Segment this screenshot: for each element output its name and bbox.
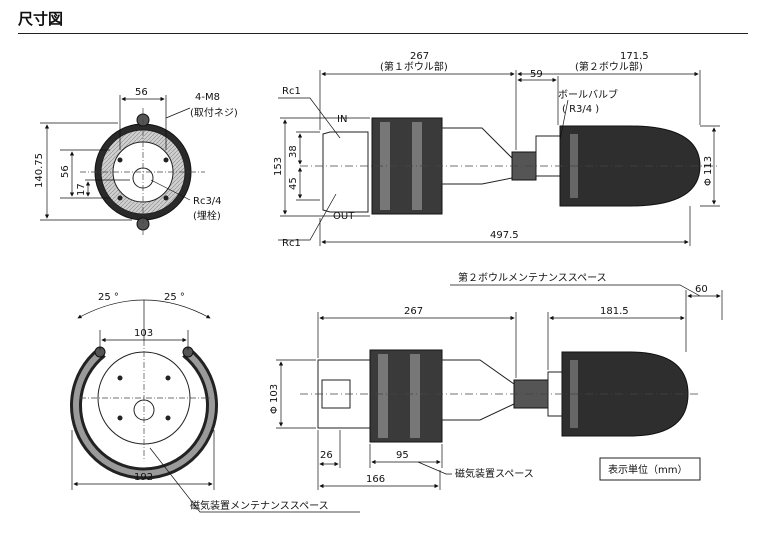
dim-113: Φ 113	[703, 156, 714, 186]
rc1-out-label: Rc1	[282, 238, 301, 249]
mag-space-label: 磁気装置スペース	[455, 467, 534, 480]
bottom-front-view	[70, 340, 218, 480]
bowl-1-bottom	[441, 359, 515, 421]
page-title: 尺寸図	[18, 10, 64, 28]
bolt-label: 4-M8	[195, 92, 220, 103]
unit-label: 表示単位（mm）	[608, 463, 687, 476]
dim-267-bottom: 267	[404, 306, 423, 317]
top-front-view	[80, 108, 205, 236]
ball-valve-note: ( R3/4 )	[562, 104, 599, 115]
dim-26: 26	[320, 450, 333, 461]
dim-497-5: 497.5	[490, 230, 519, 241]
dim-95: 95	[396, 450, 409, 461]
dim-59: 59	[530, 69, 543, 80]
dim-166: 166	[366, 474, 385, 485]
dim-140-75: 140.75	[34, 153, 45, 188]
rc1-in-label: Rc1	[282, 86, 301, 97]
top-front-dims	[40, 95, 191, 221]
bowl1-note: (第１ボウル部)	[380, 60, 448, 73]
top-side-view	[300, 117, 720, 215]
unit-box	[599, 457, 701, 481]
dim-17: 17	[76, 183, 87, 196]
angle-left: 25 °	[98, 292, 119, 303]
dim-56: 56	[135, 87, 148, 98]
dim-192: 192	[134, 472, 153, 483]
dim-45: 45	[288, 177, 299, 190]
dim-56-vertical: 56	[60, 165, 71, 178]
in-label: IN	[337, 114, 347, 125]
top-side-dims	[278, 70, 720, 246]
bowl-2-bottom	[561, 351, 689, 437]
plug-note: (埋栓)	[193, 209, 221, 222]
dim-103-front: 103	[134, 328, 153, 339]
bottom-side-dims	[276, 284, 723, 490]
bolt-note: (取付ネジ)	[190, 106, 238, 119]
ball-valve-label: ボールバルブ	[558, 88, 618, 101]
dim-153: 153	[273, 157, 284, 176]
angle-right: 25 °	[164, 292, 185, 303]
bottom-side-view	[300, 349, 700, 443]
maint-space-label: 磁気装置メンテナンススペース	[190, 499, 329, 512]
dim-171-5: 171.5	[620, 51, 649, 62]
dim-103-side: Φ 103	[269, 384, 280, 414]
out-label: OUT	[333, 211, 355, 222]
dim-38: 38	[288, 145, 299, 158]
bowl2-space-label: 第２ボウルメンテナンススペース	[458, 271, 607, 284]
bolt-hole	[163, 195, 169, 201]
bottom-front-dims	[71, 299, 360, 513]
dim-267-top: 267	[410, 51, 429, 62]
bolt-hole	[117, 195, 123, 201]
bolt-hole	[163, 157, 169, 163]
dim-60: 60	[695, 284, 708, 295]
bolt-hole	[117, 157, 123, 163]
dim-181-5: 181.5	[600, 306, 629, 317]
bowl2-note: (第２ボウル部)	[575, 60, 643, 73]
plug-label: Rc3/4	[193, 196, 222, 207]
bowl-1	[441, 127, 513, 185]
title-rule	[18, 33, 748, 34]
